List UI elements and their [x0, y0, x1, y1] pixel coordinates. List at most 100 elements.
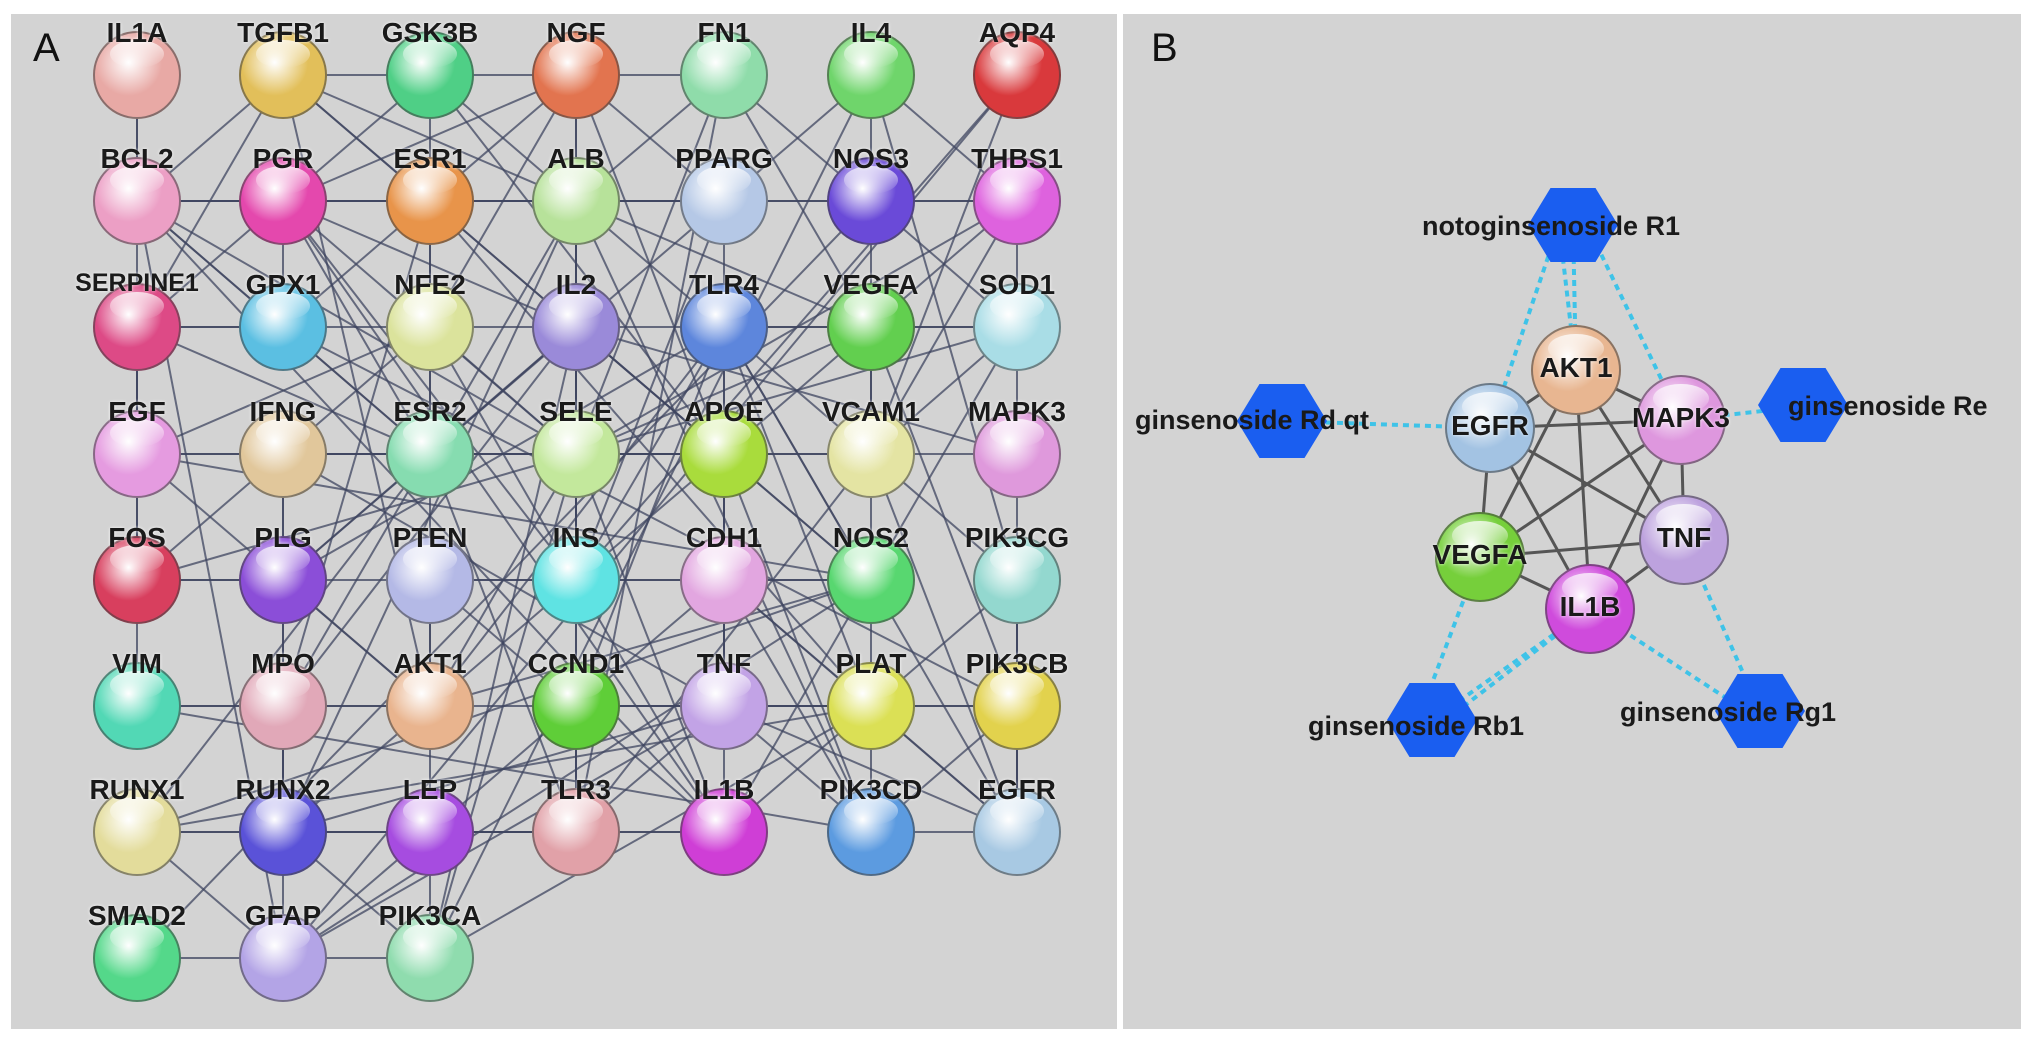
panel-b-letter: B	[1151, 26, 1178, 70]
node-apoe[interactable]	[680, 410, 768, 498]
node-vcam1[interactable]	[827, 410, 915, 498]
target-node-tnf[interactable]	[1639, 495, 1729, 585]
node-runx1[interactable]	[93, 788, 181, 876]
node-fn1[interactable]	[680, 31, 768, 119]
node-lep[interactable]	[386, 788, 474, 876]
node-pparg[interactable]	[680, 157, 768, 245]
node-fos[interactable]	[93, 536, 181, 624]
target-label-il1b: IL1B	[1559, 591, 1621, 622]
node-pten[interactable]	[386, 536, 474, 624]
node-vim[interactable]	[93, 662, 181, 750]
node-label-sele: SELE	[539, 396, 613, 427]
node-esr2[interactable]	[386, 410, 474, 498]
node-label-aqp4: AQP4	[978, 17, 1056, 48]
node-sele[interactable]	[532, 410, 620, 498]
target-node-vegfa[interactable]	[1435, 512, 1525, 602]
node-label-vcam1: VCAM1	[821, 396, 921, 427]
node-ins[interactable]	[532, 536, 620, 624]
node-akt1[interactable]	[386, 662, 474, 750]
node-label-alb: ALB	[547, 143, 605, 174]
node-ccnd1[interactable]	[532, 662, 620, 750]
target-node-egfr[interactable]	[1445, 383, 1535, 473]
edge-vegfa-pik3cb	[870, 326, 1018, 707]
node-label-ngf: NGF	[546, 17, 606, 48]
edge-nos2-akt1	[429, 579, 872, 707]
node-label-runx1: RUNX1	[89, 774, 185, 805]
link-ginsenoside-rb1-il1b	[1444, 607, 1592, 722]
node-cdh1[interactable]	[680, 536, 768, 624]
node-label-lep: LEP	[402, 774, 458, 805]
node-vegfa[interactable]	[827, 283, 915, 371]
node-label-ifng: IFNG	[249, 396, 317, 427]
edge-nfe2-egf	[136, 326, 431, 455]
node-label-tlr3: TLR3	[541, 774, 611, 805]
node-serpine1[interactable]	[93, 283, 181, 371]
node-tlr3[interactable]	[532, 788, 620, 876]
node-nos2[interactable]	[827, 536, 915, 624]
target-node-akt1[interactable]	[1531, 325, 1621, 415]
node-label-fn1: FN1	[697, 17, 751, 48]
node-pgr[interactable]	[239, 157, 327, 245]
node-gfap[interactable]	[239, 914, 327, 1002]
node-alb[interactable]	[532, 157, 620, 245]
node-label-pparg: PPARG	[675, 143, 773, 174]
hexagon-ginsenoside-rd-qt[interactable]	[1237, 384, 1327, 458]
hexagon-ginsenoside-re[interactable]	[1758, 368, 1848, 442]
node-nfe2[interactable]	[386, 283, 474, 371]
node-plat[interactable]	[827, 662, 915, 750]
node-pik3cg[interactable]	[973, 536, 1061, 624]
node-label-gpx1: GPX1	[245, 269, 321, 300]
node-gsk3b[interactable]	[386, 31, 474, 119]
node-smad2[interactable]	[93, 914, 181, 1002]
node-esr1[interactable]	[386, 157, 474, 245]
hexagon-ginsenoside-rg1[interactable]	[1715, 674, 1805, 748]
node-label-tlr4: TLR4	[689, 269, 759, 300]
node-il2[interactable]	[532, 283, 620, 371]
node-tlr4[interactable]	[680, 283, 768, 371]
node-gpx1[interactable]	[239, 283, 327, 371]
node-il4[interactable]	[827, 31, 915, 119]
hexagon-notoginsenoside-r1[interactable]	[1528, 188, 1618, 262]
node-label-gsk3b: GSK3B	[381, 17, 479, 48]
node-mpo[interactable]	[239, 662, 327, 750]
node-label-sod1: SOD1	[978, 269, 1056, 300]
node-label-thbs1: THBS1	[971, 143, 1063, 174]
target-label-egfr: EGFR	[1451, 410, 1529, 441]
node-tnf[interactable]	[680, 662, 768, 750]
node-mapk3[interactable]	[973, 410, 1061, 498]
node-il1a[interactable]	[93, 31, 181, 119]
node-label-pten: PTEN	[392, 522, 468, 553]
node-il1b[interactable]	[680, 788, 768, 876]
node-aqp4[interactable]	[973, 31, 1061, 119]
node-pik3cb[interactable]	[973, 662, 1061, 750]
compound-label-notoginsenoside-r1: notoginsenoside R1	[1422, 211, 1681, 241]
node-label-esr1: ESR1	[393, 143, 467, 174]
target-label-akt1: AKT1	[1539, 352, 1613, 383]
target-node-il1b[interactable]	[1545, 564, 1635, 654]
node-egf[interactable]	[93, 410, 181, 498]
panel-b-edges	[1237, 188, 1848, 757]
node-egfr[interactable]	[973, 788, 1061, 876]
node-label-plat: PLAT	[835, 648, 907, 679]
node-thbs1[interactable]	[973, 157, 1061, 245]
hexagon-ginsenoside-rb1[interactable]	[1387, 683, 1477, 757]
node-pik3ca[interactable]	[386, 914, 474, 1002]
node-sod1[interactable]	[973, 283, 1061, 371]
node-label-mapk3: MAPK3	[967, 396, 1067, 427]
target-label-mapk3: MAPK3	[1631, 402, 1731, 433]
node-label-il1a: IL1A	[106, 17, 168, 48]
node-ifng[interactable]	[239, 410, 327, 498]
node-plg[interactable]	[239, 536, 327, 624]
node-ngf[interactable]	[532, 31, 620, 119]
target-node-mapk3[interactable]	[1636, 375, 1726, 465]
node-label-pgr: PGR	[252, 143, 314, 174]
node-nos3[interactable]	[827, 157, 915, 245]
node-label-serpine1: SERPINE1	[75, 269, 199, 297]
node-tgfb1[interactable]	[239, 31, 327, 119]
node-runx2[interactable]	[239, 788, 327, 876]
node-pik3cd[interactable]	[827, 788, 915, 876]
node-bcl2[interactable]	[93, 157, 181, 245]
node-label-nos2: NOS2	[832, 522, 910, 553]
